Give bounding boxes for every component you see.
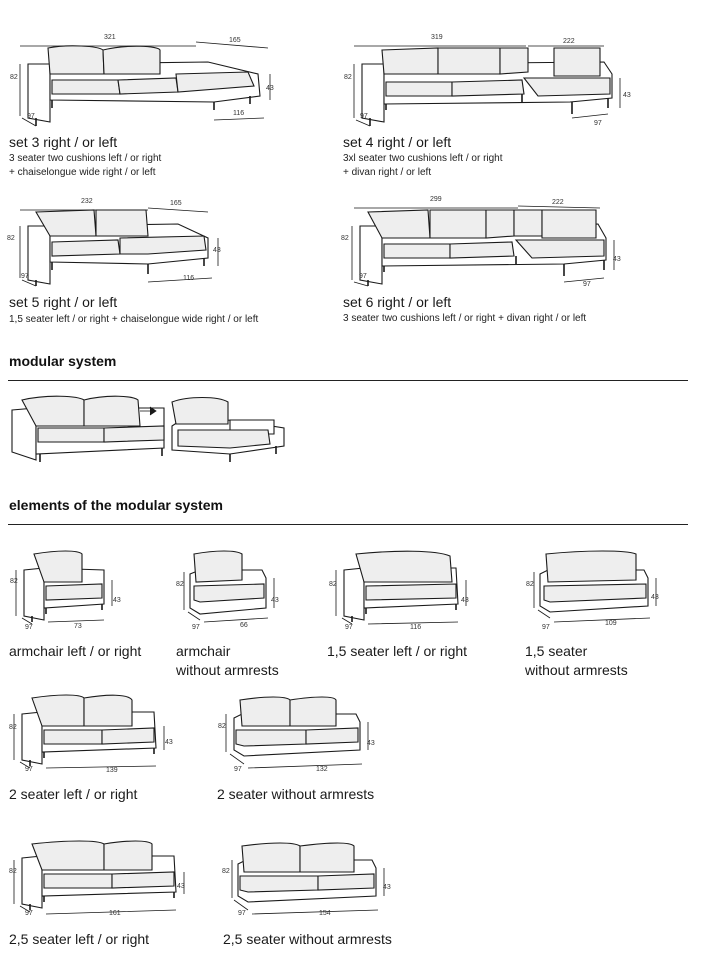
set-3-drawing <box>19 41 271 127</box>
set-3-dim-width: 321 <box>104 34 116 41</box>
set-6-dim-height: 82 <box>341 235 349 242</box>
set-6-title: set 6 right / or left <box>343 294 452 310</box>
element-2-5-seater-no-armrests-dim-seat-height: 43 <box>383 884 391 891</box>
set-4-dim-width: 319 <box>431 34 443 41</box>
section-title-modular-system: modular system <box>9 353 117 369</box>
set-4-dim-seat-height: 43 <box>623 92 631 99</box>
set-6-dim-width-divan: 222 <box>552 199 564 206</box>
set-6-desc-line-1: 3 seater two cushions left / or right + … <box>343 313 587 324</box>
element-armchair-dim-seat-height: 43 <box>113 597 121 604</box>
section-title-elements: elements of the modular system <box>9 497 223 513</box>
element-armchair-dim-width: 73 <box>74 623 82 630</box>
set-3-dim-height: 82 <box>10 74 18 81</box>
set-4-dim-depth-divan: 97 <box>594 120 602 127</box>
section-divider <box>8 524 688 525</box>
element-2-seater-no-armrests-dim-height: 82 <box>218 723 226 730</box>
element-2-5-seater-drawing <box>13 840 185 915</box>
element-armchair-title: armchair left / or right <box>9 643 142 659</box>
element-armchair-drawing <box>15 550 113 625</box>
set-5-desc-line-1: 1,5 seater left / or right + chaiselongu… <box>9 314 259 325</box>
element-1-5-seater-no-armrests-drawing <box>533 550 657 623</box>
element-2-5-seater-no-armrests-drawing <box>231 842 385 915</box>
set-6-dim-depth: 97 <box>359 273 367 280</box>
element-2-5-seater-no-armrests-dim-depth: 97 <box>238 910 246 917</box>
set-5-dim-width-chaise: 165 <box>170 200 182 207</box>
element-1-5-seater-no-armrests-dim-height: 82 <box>526 581 534 588</box>
set-5-dim-height: 82 <box>7 235 15 242</box>
set-5-dim-depth: 97 <box>21 273 29 280</box>
set-3-desc-line-1: 3 seater two cushions left / or right <box>9 153 162 164</box>
element-1-5-seater-dim-depth: 97 <box>345 624 353 631</box>
modular-system-drawing <box>11 395 285 462</box>
element-2-seater-title: 2 seater left / or right <box>9 786 138 802</box>
element-2-5-seater-no-armrests-dim-width: 154 <box>319 910 331 917</box>
element-2-seater-no-armrests-drawing <box>225 696 369 769</box>
element-armchair-no-armrests-dim-depth: 97 <box>192 624 200 631</box>
set-4-dim-depth: 97 <box>360 113 368 120</box>
set-4-dim-height: 82 <box>344 74 352 81</box>
element-1-5-seater-no-armrests-dim-width: 109 <box>605 620 617 627</box>
element-2-seater-no-armrests-dim-depth: 97 <box>234 766 242 773</box>
element-2-seater-no-armrests-title: 2 seater without armrests <box>217 786 375 802</box>
set-4-drawing <box>353 45 621 127</box>
element-2-seater-dim-seat-height: 43 <box>165 739 173 746</box>
element-2-5-seater-dim-height: 82 <box>9 868 17 875</box>
element-armchair-no-armrests-dim-seat-height: 43 <box>271 597 279 604</box>
set-5-dim-width: 232 <box>81 198 93 205</box>
set-6-drawing <box>351 205 615 287</box>
element-armchair-no-armrests-drawing <box>183 550 275 623</box>
element-1-5-seater-no-armrests-dim-seat-height: 43 <box>651 594 659 601</box>
element-1-5-seater-no-armrests-dim-depth: 97 <box>542 624 550 631</box>
element-2-seater-drawing <box>13 694 165 769</box>
set-3-dim-seat-height: 43 <box>266 85 274 92</box>
element-2-seater-dim-height: 82 <box>9 724 17 731</box>
element-2-5-seater-dim-depth: 97 <box>25 910 33 917</box>
set-4-title: set 4 right / or left <box>343 134 452 150</box>
element-armchair-no-armrests-title-line-2: without armrests <box>176 662 279 678</box>
element-2-5-seater-no-armrests-dim-height: 82 <box>222 868 230 875</box>
set-3-desc-line-2: + chaiselongue wide right / or left <box>9 167 156 178</box>
element-1-5-seater-drawing <box>335 550 467 625</box>
element-2-seater-no-armrests-dim-width: 132 <box>316 766 328 773</box>
element-1-5-seater-no-armrests-title-line-1: 1,5 seater <box>525 643 588 659</box>
set-3-dim-depth: 97 <box>27 113 35 120</box>
element-2-5-seater-dim-width: 161 <box>109 910 121 917</box>
set-6-dim-width: 299 <box>430 196 442 203</box>
element-armchair-no-armrests-title-line-1: armchair <box>176 643 231 659</box>
element-2-seater-no-armrests-dim-seat-height: 43 <box>367 740 375 747</box>
element-2-5-seater-title: 2,5 seater left / or right <box>9 931 150 947</box>
set-5-drawing <box>19 207 219 287</box>
set-6-dim-depth-divan: 97 <box>583 281 591 288</box>
element-2-5-seater-no-armrests-title: 2,5 seater without armrests <box>223 931 392 947</box>
set-5-title: set 5 right / or left <box>9 294 118 310</box>
set-4-dim-width-divan: 222 <box>563 38 575 45</box>
set-5-dim-depth-chaise: 116 <box>183 275 195 282</box>
element-armchair-no-armrests-dim-height: 82 <box>176 581 184 588</box>
section-divider <box>8 380 688 381</box>
set-5-dim-seat-height: 43 <box>213 247 221 254</box>
set-3-dim-depth-chaise: 116 <box>233 110 245 117</box>
element-1-5-seater-dim-height: 82 <box>329 581 337 588</box>
element-1-5-seater-dim-width: 116 <box>410 624 422 631</box>
set-3-dim-width-chaise: 165 <box>229 37 241 44</box>
element-1-5-seater-title: 1,5 seater left / or right <box>327 643 468 659</box>
element-armchair-dim-depth: 97 <box>25 624 33 631</box>
element-armchair-no-armrests-dim-width: 66 <box>240 622 248 629</box>
element-2-5-seater-dim-seat-height: 43 <box>177 883 185 890</box>
element-2-seater-dim-width: 139 <box>106 767 118 774</box>
element-2-seater-dim-depth: 97 <box>25 766 33 773</box>
set-3-title: set 3 right / or left <box>9 134 118 150</box>
element-1-5-seater-no-armrests-title-line-2: without armrests <box>525 662 628 678</box>
element-armchair-dim-height: 82 <box>10 578 18 585</box>
element-1-5-seater-dim-seat-height: 43 <box>461 597 469 604</box>
set-4-desc-line-1: 3xl seater two cushions left / or right <box>343 153 503 164</box>
set-6-dim-seat-height: 43 <box>613 256 621 263</box>
set-4-desc-line-2: + divan right / or left <box>343 167 432 178</box>
